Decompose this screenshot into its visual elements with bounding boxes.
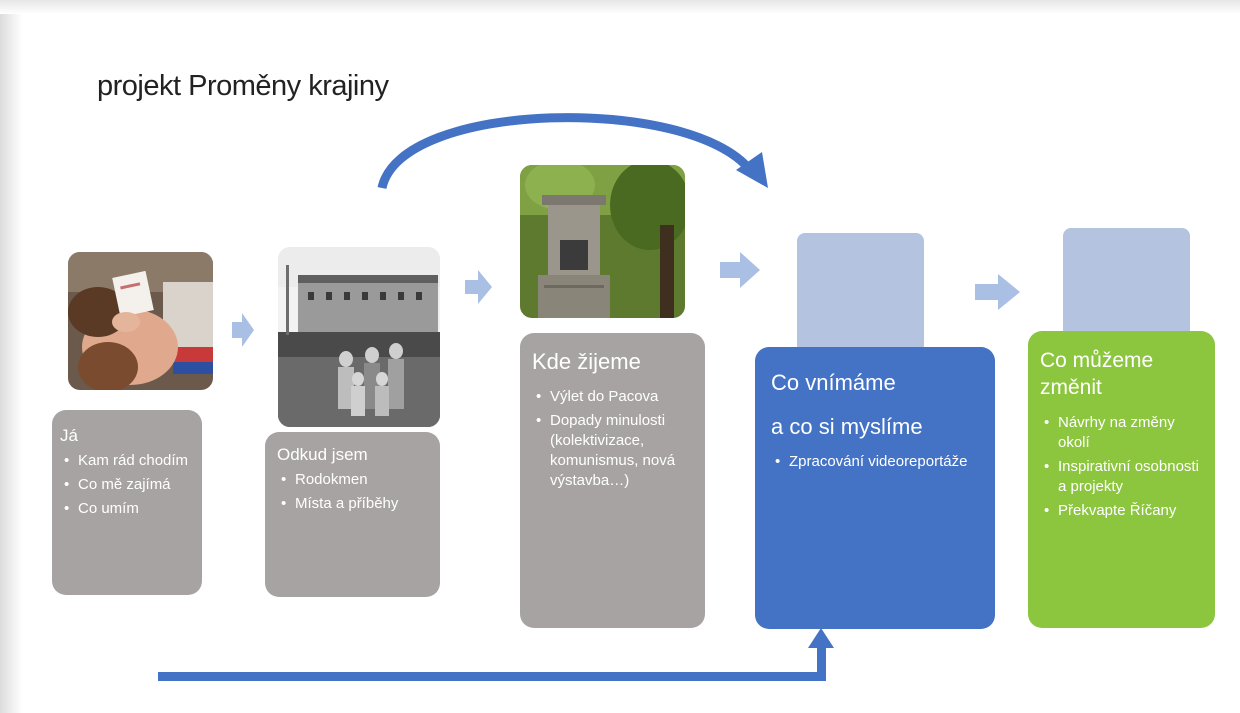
curved-arrow-icon (377, 113, 754, 190)
child-photo (68, 252, 213, 390)
box-vnimame-heading-line1: Co vnímáme (771, 370, 896, 395)
list-item: Místa a příběhy (277, 494, 430, 514)
list-item: Zpracování videoreportáže (771, 452, 983, 472)
list-item: Dopady minulosti (kolektivizace, komunis… (532, 411, 693, 491)
box-zmenit-list: Návrhy na změny okolí Inspirativní osobn… (1040, 413, 1203, 521)
small-arrow-icon (465, 270, 492, 304)
family-photo (278, 247, 440, 427)
list-item: Co umím (60, 499, 192, 519)
small-arrow-icon (232, 313, 254, 347)
box-ja-heading: Já (60, 426, 78, 445)
box-odkud-list: Rodokmen Místa a příběhy (277, 470, 430, 514)
small-arrow-icon (975, 274, 1020, 310)
list-item: Návrhy na změny okolí (1040, 413, 1203, 453)
small-arrow-icon (720, 252, 760, 288)
monument-photo (520, 165, 685, 318)
box-kde-heading: Kde žijeme (532, 349, 641, 374)
box-odkud-jsem: Odkud jsem Rodokmen Místa a příběhy (265, 432, 440, 597)
box-ja: Já Kam rád chodím Co mě zajímá Co umím (52, 410, 202, 595)
placeholder-tab-green (1063, 228, 1190, 338)
list-item: Inspirativní osobnosti a projekty (1040, 457, 1203, 497)
list-item: Překvapte Říčany (1040, 501, 1203, 521)
box-zmenit-heading: Co můžeme změnit (1040, 349, 1154, 399)
bottom-arrow-head-icon (808, 628, 834, 648)
slide-shadow-top (0, 0, 1240, 14)
box-co-vnimame: Co vnímáme a co si myslíme Zpracování vi… (755, 347, 995, 629)
box-kde-zijeme: Kde žijeme Výlet do Pacova Dopady minulo… (520, 333, 705, 628)
list-item: Kam rád chodím (60, 451, 192, 471)
list-item: Rodokmen (277, 470, 430, 490)
box-odkud-heading: Odkud jsem (277, 445, 368, 464)
box-ja-list: Kam rád chodím Co mě zajímá Co umím (60, 451, 192, 519)
slide-shadow-left (0, 0, 22, 713)
box-co-muzeme-zmenit: Co můžeme změnit Návrhy na změny okolí I… (1028, 331, 1215, 628)
curved-arrow-head-icon (736, 152, 768, 188)
box-kde-list: Výlet do Pacova Dopady minulosti (kolekt… (532, 387, 693, 491)
bottom-line-icon (158, 672, 826, 681)
box-vnimame-heading-line2: a co si myslíme (771, 414, 923, 439)
bottom-riser-icon (817, 646, 826, 681)
slide-title: projekt Proměny krajiny (97, 70, 389, 102)
list-item: Co mě zajímá (60, 475, 192, 495)
list-item: Výlet do Pacova (532, 387, 693, 407)
box-vnimame-list: Zpracování videoreportáže (771, 452, 983, 472)
placeholder-tab-blue (797, 233, 924, 353)
